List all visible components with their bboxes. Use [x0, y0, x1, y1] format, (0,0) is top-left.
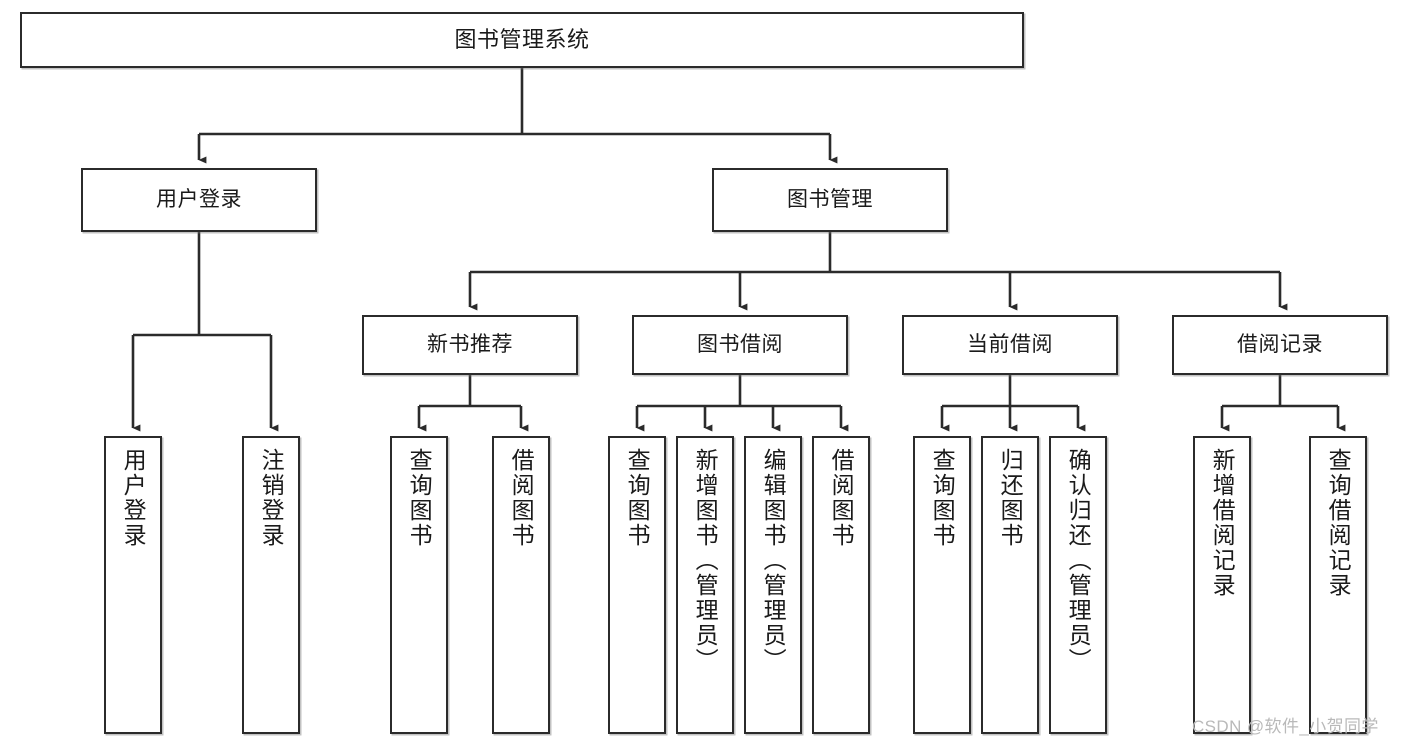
- node-label: 确认归还（管理员）: [1065, 448, 1092, 673]
- node-label: 查询图书: [406, 448, 433, 548]
- node-leaf-query-borrow-record[interactable]: 查询借阅记录: [1309, 436, 1367, 734]
- node-book-management[interactable]: 图书管理: [712, 168, 948, 232]
- node-label: 用户登录: [120, 448, 147, 548]
- node-leaf-borrow-book-recommend[interactable]: 借阅图书: [492, 436, 550, 734]
- node-leaf-query-book-borrow[interactable]: 查询图书: [608, 436, 666, 734]
- node-label: 新书推荐: [427, 332, 513, 356]
- node-book-borrow[interactable]: 图书借阅: [632, 315, 848, 375]
- node-leaf-confirm-return[interactable]: 确认归还（管理员）: [1049, 436, 1107, 734]
- node-label: 编辑图书（管理员）: [760, 448, 787, 673]
- node-borrow-record[interactable]: 借阅记录: [1172, 315, 1388, 375]
- node-root-book-management-system[interactable]: 图书管理系统: [20, 12, 1024, 68]
- node-label: 借阅图书: [828, 448, 855, 548]
- node-current-borrow[interactable]: 当前借阅: [902, 315, 1118, 375]
- node-label: 图书管理系统: [454, 27, 590, 53]
- node-label: 借阅图书: [508, 448, 535, 548]
- node-label: 图书管理: [787, 187, 873, 211]
- node-leaf-return-book[interactable]: 归还图书: [981, 436, 1039, 734]
- node-new-book-recommend[interactable]: 新书推荐: [362, 315, 578, 375]
- node-leaf-logout-login[interactable]: 注销登录: [242, 436, 300, 734]
- node-label: 查询借阅记录: [1325, 448, 1352, 598]
- node-label: 归还图书: [997, 448, 1024, 548]
- node-leaf-query-book-current[interactable]: 查询图书: [913, 436, 971, 734]
- node-leaf-user-login[interactable]: 用户登录: [104, 436, 162, 734]
- node-leaf-query-book-recommend[interactable]: 查询图书: [390, 436, 448, 734]
- node-label: 用户登录: [156, 187, 242, 211]
- node-label: 借阅记录: [1237, 332, 1323, 356]
- node-label: 图书借阅: [697, 332, 783, 356]
- node-user-login[interactable]: 用户登录: [81, 168, 317, 232]
- node-label: 新增借阅记录: [1209, 448, 1236, 598]
- node-leaf-add-book[interactable]: 新增图书（管理员）: [676, 436, 734, 734]
- node-label: 注销登录: [258, 448, 285, 548]
- node-label: 查询图书: [929, 448, 956, 548]
- node-leaf-borrow-book[interactable]: 借阅图书: [812, 436, 870, 734]
- node-leaf-add-borrow-record[interactable]: 新增借阅记录: [1193, 436, 1251, 734]
- node-leaf-edit-book[interactable]: 编辑图书（管理员）: [744, 436, 802, 734]
- node-label: 新增图书（管理员）: [692, 448, 719, 673]
- csdn-watermark: CSDN @软件_小贺同学: [1192, 717, 1379, 736]
- node-label: 查询图书: [624, 448, 651, 548]
- node-label: 当前借阅: [967, 332, 1053, 356]
